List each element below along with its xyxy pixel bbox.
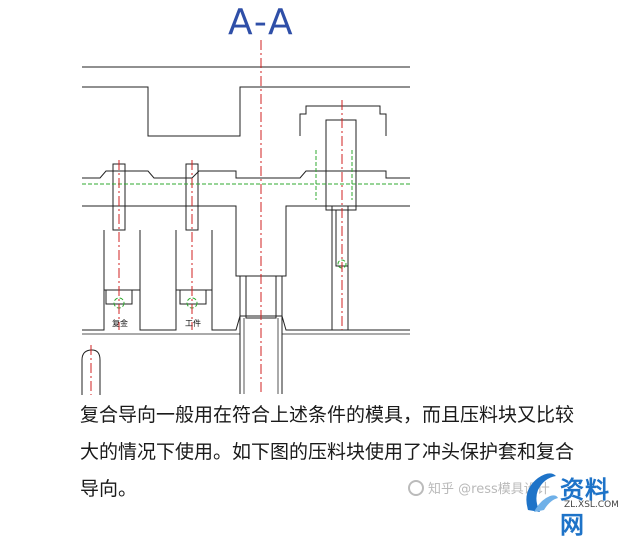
label-left: 复金 (112, 318, 128, 328)
label-middle: 工件 (185, 318, 201, 328)
logo-swirl-icon (526, 473, 558, 512)
pin-middle-head (179, 289, 207, 305)
middle-plate (82, 170, 410, 179)
site-logo: 资料网 ZL.XSL.COM (520, 466, 634, 539)
paragraph-line-3: 导向。 (80, 478, 138, 500)
hidden-line-right (315, 150, 353, 200)
watermark: 知乎 @ress模具设计 (408, 478, 550, 497)
watermark-text: 知乎 @ress模具设计 (428, 482, 550, 497)
paragraph-line-1: 复合导向一般用在符合上述条件的模具，而且压料块又比较 (80, 404, 575, 426)
middle-guide-block (175, 230, 213, 291)
zhihu-icon (408, 480, 424, 496)
logo-url: ZL.XSL.COM (564, 500, 619, 510)
middle-plate-bottom (82, 205, 410, 277)
section-title: A-A (228, 2, 295, 43)
punch-shank (243, 318, 279, 394)
left-guide-block (103, 230, 141, 291)
left-arc (81, 349, 101, 395)
top-plate (82, 66, 410, 137)
right-upper-block (299, 105, 387, 136)
section-drawing: 复金 工件 (81, 40, 410, 395)
paragraph-line-2: 大的情况下使用。如下图的压料块使用了冲头保护套和复合 (80, 441, 575, 463)
